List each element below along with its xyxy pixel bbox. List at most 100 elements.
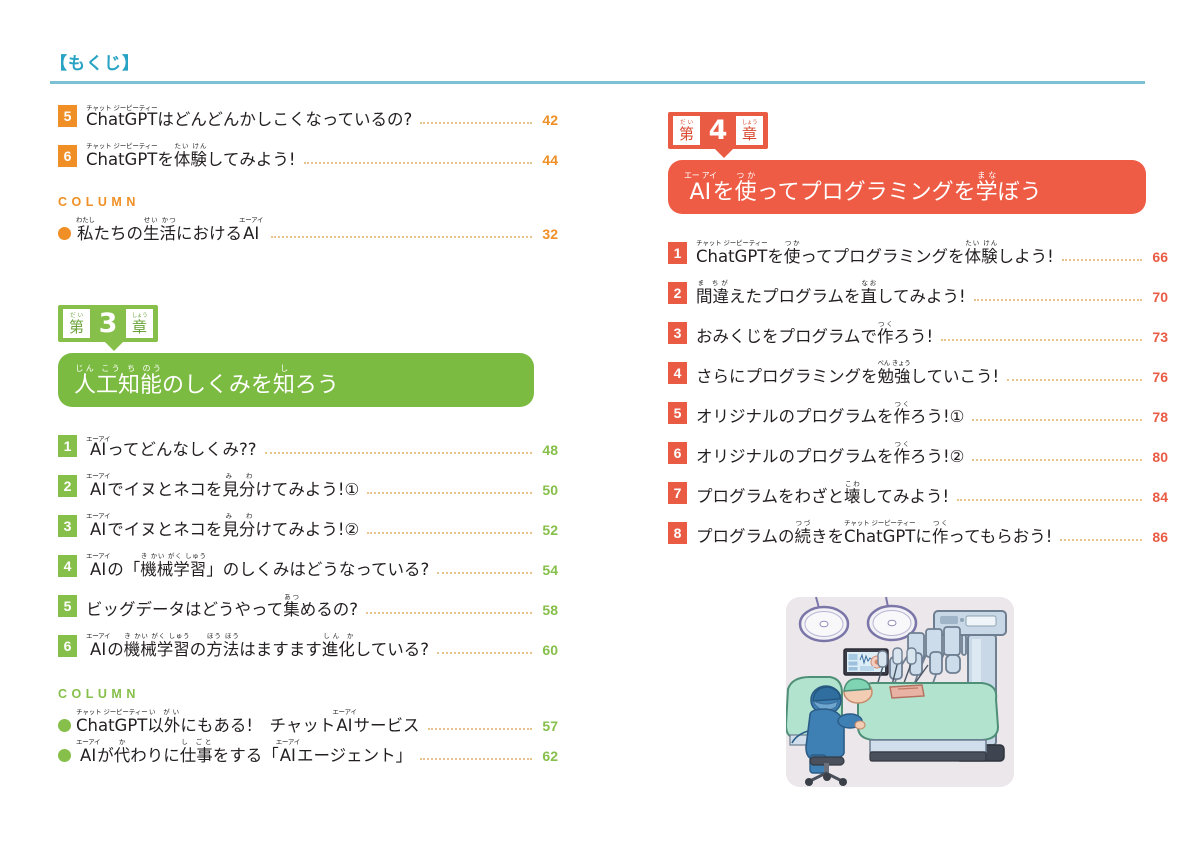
list-item[interactable]: 5 ビッグデータはどうやって集あつめるの? 58 [58, 585, 558, 619]
leader-dots [1007, 379, 1142, 381]
item-number-badge: 3 [58, 515, 77, 537]
bullet-icon [58, 719, 71, 732]
chapter-tag-arrow-icon [714, 148, 734, 158]
list-item[interactable]: 4 AIエーアイの「機械学習き かい がく しゅう」のしくみはどうなっている? … [58, 545, 558, 579]
list-item[interactable]: 5 ChatGPTチャット ジーピーティーはどんどんかしこくなっているの? 42 [58, 95, 558, 129]
page-number: 78 [1152, 409, 1168, 425]
list-item[interactable]: 7 プログラムをわざと壊こわしてみよう! 84 [668, 472, 1168, 506]
list-item[interactable]: ChatGPTチャット ジーピーティー以外い がいにもある! チャットAIエーア… [58, 705, 558, 735]
item-number-badge: 7 [668, 482, 687, 504]
leader-dots [303, 162, 532, 164]
leader-dots [972, 459, 1142, 461]
chapter-3-banner: 人工知能じん こう ち のうのしくみを知しろう [58, 353, 534, 407]
item-number-badge: 5 [58, 595, 77, 617]
bullet-icon [58, 749, 71, 762]
right-column: 第だい 4 章しょう AIエー アイを使つかってプログラミングを学まなぼう 1 … [668, 112, 1168, 552]
page-number: 57 [542, 718, 558, 734]
list-item[interactable]: 6 AIエーアイの機械学習き かい がく しゅうの方法ほう ほうはますます進化し… [58, 625, 558, 659]
chapter-3-items: 1 AIエーアイってどんなしくみ?? 48 2 AIエーアイでイヌとネコを見分み… [58, 425, 558, 659]
leader-dots [365, 612, 532, 614]
page-number: 70 [1152, 289, 1168, 305]
list-item-label: 私わたしたちの生活せい かつにおけるAIエーアイ [76, 215, 264, 243]
robotic-surgery-illustration [786, 597, 1014, 787]
surgeon [791, 685, 866, 774]
list-item[interactable]: 私わたしたちの生活せい かつにおけるAIエーアイ 32 [58, 213, 558, 243]
list-item[interactable]: 6 オリジナルのプログラムを作つくろう!② 80 [668, 432, 1168, 466]
leader-dots [264, 452, 532, 454]
list-item[interactable]: 2 間違ま ちがえたプログラムを直なおしてみよう! 70 [668, 272, 1168, 306]
list-item[interactable]: 4 さらにプログラミングを勉強べん きょうしていこう! 76 [668, 352, 1168, 386]
leader-dots [367, 532, 532, 534]
list-item[interactable]: 8 プログラムの続つづきをChatGPTチャット ジーピーティーに作つくってもら… [668, 512, 1168, 546]
page-number: 52 [542, 522, 558, 538]
column-section-label: COLUMN [58, 195, 140, 209]
chapter-3-title: 人工知能じん こう ち のうのしくみを知しろう [74, 363, 339, 398]
list-item-label: AIエーアイが代かわりに仕事し ごとをする「AIエーアイエージェント」 [76, 737, 413, 765]
item-number-badge: 6 [58, 145, 77, 167]
surgical-lamp-right [866, 604, 918, 642]
page-number: 44 [542, 152, 558, 168]
page-number: 80 [1152, 449, 1168, 465]
list-item[interactable]: 1 AIエーアイってどんなしくみ?? 48 [58, 425, 558, 459]
list-item-label: プログラムの続つづきをChatGPTチャット ジーピーティーに作つくってもらおう… [696, 518, 1053, 546]
list-item[interactable]: 3 おみくじをプログラムで作つくろう! 73 [668, 312, 1168, 346]
page-number: 73 [1152, 329, 1168, 345]
list-item[interactable]: 3 AIエーアイでイヌとネコを見分み わけてみよう!② 52 [58, 505, 558, 539]
chapter-4-tag: 第だい 4 章しょう [668, 112, 768, 158]
chapter-kanji-dai: 第だい [63, 309, 90, 338]
item-number-badge: 4 [668, 362, 687, 384]
list-item-label: AIエーアイの機械学習き かい がく しゅうの方法ほう ほうはますます進化しん … [86, 631, 429, 659]
item-number-badge: 1 [58, 435, 77, 457]
page-number: 66 [1152, 249, 1168, 265]
list-item[interactable]: 6 ChatGPTチャット ジーピーティーを体験たい けんしてみよう! 44 [58, 135, 558, 169]
item-number-badge: 2 [58, 475, 77, 497]
header-divider [50, 81, 1145, 84]
chapter-4-banner: AIエー アイを使つかってプログラミングを学まなぼう [668, 160, 1146, 214]
leader-dots [420, 758, 532, 760]
item-number-badge: 2 [668, 282, 687, 304]
list-item[interactable]: 2 AIエーアイでイヌとネコを見分み わけてみよう!① 50 [58, 465, 558, 499]
leader-dots [973, 299, 1142, 301]
vitals-monitor [843, 648, 889, 676]
list-item-label: オリジナルのプログラムを作つくろう!① [696, 399, 965, 426]
item-number-badge: 5 [58, 105, 77, 127]
chapter-3-tag: 第だい 3 章しょう [58, 305, 158, 351]
list-item-label: ビッグデータはどうやって集あつめるの? [86, 592, 358, 619]
surgeon-stool [805, 756, 847, 786]
list-item-label: ChatGPTチャット ジーピーティーを体験たい けんしてみよう! [86, 141, 296, 169]
list-item-label: ChatGPTチャット ジーピーティーを使つかってプログラミングを体験たい けん… [696, 238, 1054, 266]
item-number-badge: 5 [668, 402, 687, 424]
page-number: 48 [542, 442, 558, 458]
leader-dots [957, 499, 1142, 501]
chapter-3-block: 第だい 3 章しょう 人工知能じん こう ち のうのしくみを知しろう 1 AIエ… [58, 305, 558, 765]
page-number: 58 [542, 602, 558, 618]
list-item[interactable]: 5 オリジナルのプログラムを作つくろう!① 78 [668, 392, 1168, 426]
leader-dots [437, 572, 532, 574]
list-item[interactable]: 1 ChatGPTチャット ジーピーティーを使つかってプログラミングを体験たい … [668, 232, 1168, 266]
page-number: 76 [1152, 369, 1168, 385]
page-number: 84 [1152, 489, 1168, 505]
leader-dots [436, 652, 532, 654]
chapter-kanji-shou: 章しょう [126, 309, 153, 338]
list-item-label: ChatGPTチャット ジーピーティー以外い がいにもある! チャットAIエーア… [76, 707, 420, 735]
leader-dots [420, 122, 532, 124]
chapter-4-items: 1 ChatGPTチャット ジーピーティーを使つかってプログラミングを体験たい … [668, 232, 1168, 546]
item-number-badge: 6 [668, 442, 687, 464]
item-number-badge: 4 [58, 555, 77, 577]
page-number: 42 [542, 112, 558, 128]
list-item-label: AIエーアイってどんなしくみ?? [86, 434, 257, 459]
page-number: 62 [542, 748, 558, 764]
list-item[interactable]: AIエーアイが代かわりに仕事し ごとをする「AIエーアイエージェント」 62 [58, 735, 558, 765]
page-number: 32 [542, 226, 558, 242]
operating-table [856, 682, 1000, 762]
patient [843, 678, 873, 704]
left-column: 5 ChatGPTチャット ジーピーティーはどんどんかしこくなっているの? 42… [58, 95, 558, 765]
leader-dots [972, 419, 1142, 421]
item-number-badge: 3 [668, 322, 687, 344]
continued-items: 5 ChatGPTチャット ジーピーティーはどんどんかしこくなっているの? 42… [58, 95, 558, 169]
toc-header: 【もくじ】 [50, 55, 1150, 84]
page-number: 86 [1152, 529, 1168, 545]
page-number: 50 [542, 482, 558, 498]
item-number-badge: 6 [58, 635, 77, 657]
